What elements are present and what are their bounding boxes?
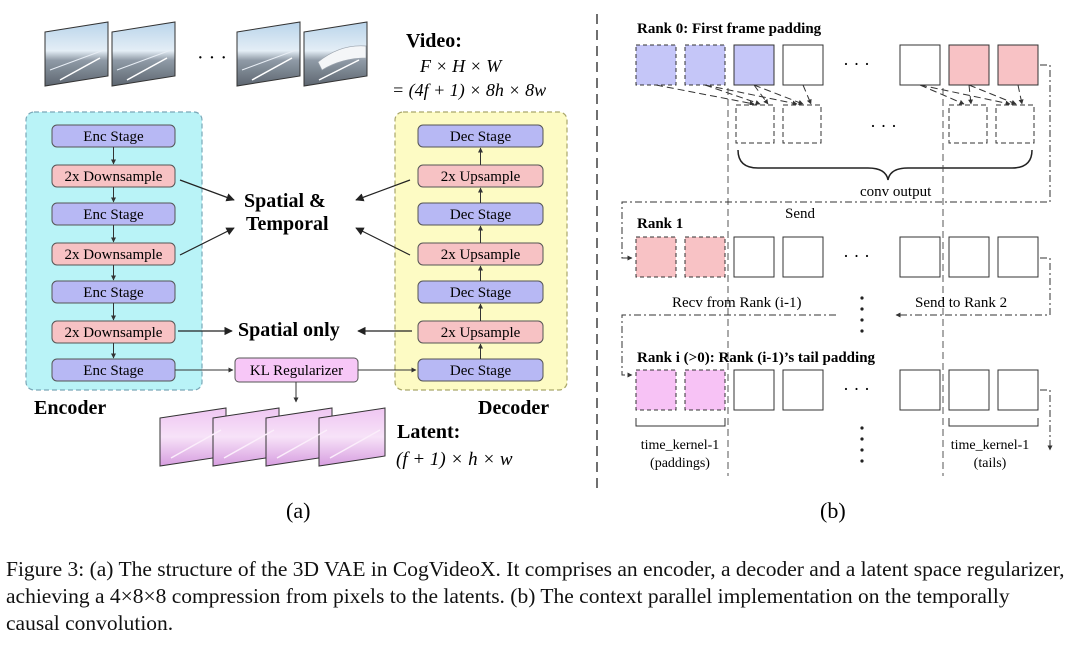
latent-formula: (f + 1) × h × w [396, 449, 513, 470]
encoder-blocks: Enc Stage 2x Downsample Enc Stage 2x Dow… [51, 124, 176, 382]
rank1-frame-1 [733, 236, 775, 278]
ranki-dots: · · · [843, 379, 870, 399]
video-ellipsis: · · · [197, 47, 227, 69]
kl-regularizer-label: KL Regularizer [250, 363, 343, 379]
paddings-label: (paddings) [650, 456, 710, 471]
conv-dots: · · · [870, 116, 897, 136]
dec-block-0 [417, 124, 544, 148]
video-label: Video: [406, 30, 462, 52]
video-frames: · · · [44, 21, 368, 87]
ranki-frame-5 [997, 369, 1039, 411]
rank0-frame-3 [899, 44, 941, 86]
conv-output-brace [737, 149, 1033, 181]
conv-output-label: conv output [860, 184, 932, 200]
dec-block-3-label: 2x Upsample [441, 247, 521, 263]
send-route-rank1-ranki [621, 257, 1051, 378]
rank0-label: Rank 0: First frame padding [637, 21, 822, 37]
figure-3: · · · Video: F × H × W = (4f + 1) × 8h ×… [25, 14, 1053, 523]
conv-output-1 [735, 104, 775, 144]
dec-block-2-label: Dec Stage [450, 207, 512, 223]
enc-block-5-label: 2x Downsample [65, 325, 163, 341]
latent-frames [159, 407, 386, 467]
recv-from-label: Recv from Rank (i-1) [672, 295, 802, 311]
latent-label: Latent: [397, 421, 460, 443]
rank0-pad-1 [635, 44, 677, 86]
ranki-frame-4 [948, 369, 990, 411]
rank1-label: Rank 1 [637, 216, 683, 232]
decoder-blocks: Dec Stage 2x Upsample Dec Stage 2x Upsam… [417, 124, 544, 382]
spatial-temporal-arrows [179, 179, 411, 256]
enc-block-0-label: Enc Stage [83, 129, 144, 145]
rank1-frame-2 [782, 236, 824, 278]
rank0-row [635, 44, 1039, 86]
figure-caption: Figure 3: (a) The structure of the 3D VA… [6, 557, 1065, 635]
send-label: Send [785, 206, 816, 222]
ranki-frame-1 [733, 369, 775, 411]
rank0-tail-2 [997, 44, 1039, 86]
panel-b-sublabel: (b) [820, 498, 846, 523]
time-kernel-left: time_kernel-1 [641, 438, 720, 453]
send-to-label: Send to Rank 2 [915, 295, 1007, 311]
decoder-label: Decoder [478, 397, 549, 419]
enc-block-6-label: Enc Stage [83, 363, 144, 379]
rank0-pad-2 [684, 44, 726, 86]
dec-block-5-label: 2x Upsample [441, 325, 521, 341]
panel-a: · · · Video: F × H × W = (4f + 1) × 8h ×… [25, 21, 568, 523]
dec-block-4-label: Dec Stage [450, 285, 512, 301]
conv-output-boxes [735, 104, 1035, 144]
spatial-temporal-line1: Spatial & [244, 190, 326, 212]
video-frame-3 [236, 21, 301, 87]
paddings-bracket [635, 418, 726, 427]
ranki-pad-2 [684, 369, 726, 411]
spatial-temporal-line2: Temporal [246, 213, 329, 235]
ranki-frame-3 [899, 369, 941, 411]
rank1-row [635, 236, 1039, 278]
video-frame-2 [111, 21, 176, 87]
conv-output-2 [782, 104, 822, 144]
rank1-frame-5 [997, 236, 1039, 278]
vertical-dots-2 [860, 426, 864, 463]
video-frame-4 [303, 21, 368, 87]
video-frame-1 [44, 21, 109, 87]
rank0-tail-1 [948, 44, 990, 86]
enc-block-1-label: 2x Downsample [65, 169, 163, 185]
rank1-pad-2 [684, 236, 726, 278]
rank0-frame-1 [733, 44, 775, 86]
panel-b: Rank 0: First frame padding · · · [621, 21, 1053, 523]
guide-lines [727, 88, 944, 476]
enc-block-4-label: Enc Stage [83, 285, 144, 301]
enc-block-3-label: 2x Downsample [65, 247, 163, 263]
rank0-frame-2 [782, 44, 824, 86]
conv-output-4 [995, 104, 1035, 144]
rank1-dots: · · · [843, 246, 870, 266]
enc-block-2-label: Enc Stage [83, 207, 144, 223]
ranki-row [635, 369, 1039, 411]
send-route-rank0-rank1 [621, 64, 1051, 261]
vertical-dots-1 [860, 296, 864, 333]
ranki-send-route [1040, 389, 1053, 451]
conv-output-3 [948, 104, 988, 144]
ranki-frame-2 [782, 369, 824, 411]
conv-connections [655, 84, 1024, 106]
dec-block-6-label: Dec Stage [450, 363, 512, 379]
tails-label: (tails) [974, 456, 1007, 471]
rank1-frame-3 [899, 236, 941, 278]
dec-block-0-label: Dec Stage [450, 129, 512, 145]
tails-bracket [948, 418, 1039, 427]
video-formula: = (4f + 1) × 8h × 8w [392, 80, 546, 101]
dec-block-1-label: 2x Upsample [441, 169, 521, 185]
latent-frame-4 [318, 407, 386, 467]
ranki-label: Rank i (>0): Rank (i-1)’s tail padding [637, 350, 876, 366]
video-dims: F × H × W [419, 56, 503, 76]
ranki-pad-1 [635, 369, 677, 411]
time-kernel-right: time_kernel-1 [951, 438, 1030, 453]
spatial-only-label: Spatial only [238, 319, 340, 341]
rank0-dots: · · · [843, 54, 870, 74]
rank1-pad-1 [635, 236, 677, 278]
rank1-frame-4 [948, 236, 990, 278]
encoder-label: Encoder [34, 397, 106, 419]
panel-a-sublabel: (a) [286, 498, 310, 523]
